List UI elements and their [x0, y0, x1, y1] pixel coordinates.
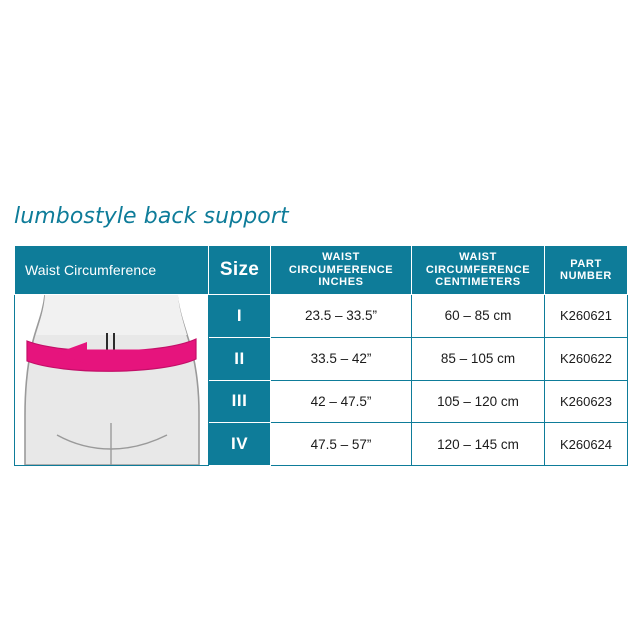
- header-waist-circumference-label: Waist Circumference: [14, 245, 209, 295]
- table-header-row: Waist Circumference Size WAIST CIRCUMFER…: [14, 245, 628, 295]
- table-row: II 33.5 – 42” 85 – 105 cm K260622: [15, 336, 628, 381]
- row-centimeters: 105 – 120 cm: [411, 379, 545, 424]
- header-inches: WAIST CIRCUMFERENCE INCHES: [270, 245, 412, 295]
- size-chart-table: Waist Circumference Size WAIST CIRCUMFER…: [14, 245, 628, 466]
- row-inches: 33.5 – 42”: [270, 336, 412, 381]
- header-size: Size: [208, 245, 271, 295]
- row-centimeters: 85 – 105 cm: [411, 336, 545, 381]
- row-centimeters: 60 – 85 cm: [411, 294, 545, 338]
- row-size: III: [208, 379, 271, 424]
- row-inches: 42 – 47.5”: [270, 379, 412, 424]
- row-size: IV: [208, 422, 271, 466]
- row-part-number: K260622: [544, 336, 628, 381]
- size-chart-table-wrapper: Waist Circumference Size WAIST CIRCUMFER…: [14, 245, 628, 466]
- row-part-number: K260621: [544, 294, 628, 338]
- torso-illustration: [15, 295, 208, 465]
- table-row: I 23.5 – 33.5” 60 – 85 cm K260621: [14, 294, 628, 466]
- row-inches: 47.5 – 57”: [270, 422, 412, 466]
- illustration-cell: [14, 294, 209, 466]
- row-size: I: [208, 294, 271, 338]
- header-part-number-line1: PART: [570, 257, 602, 270]
- header-inches-line2: CIRCUMFERENCE: [288, 263, 394, 276]
- header-centimeters-line2: CIRCUMFERENCE: [425, 263, 531, 276]
- header-inches-line1: WAIST: [322, 251, 360, 264]
- row-part-number: K260624: [544, 422, 628, 466]
- row-inches: 23.5 – 33.5”: [270, 294, 412, 338]
- header-part-number: PART NUMBER: [544, 245, 628, 295]
- row-size: II: [208, 336, 271, 381]
- header-centimeters: WAIST CIRCUMFERENCE CENTIMETERS: [411, 245, 545, 295]
- page-title: lumbostyle back support: [14, 204, 289, 229]
- row-part-number: K260623: [544, 379, 628, 424]
- table-row: III 42 – 47.5” 105 – 120 cm K260623: [15, 379, 628, 424]
- table-row: IV 47.5 – 57” 120 – 145 cm K260624: [15, 422, 628, 466]
- header-centimeters-line3: CENTIMETERS: [435, 276, 521, 289]
- header-centimeters-line1: WAIST: [459, 251, 497, 264]
- row-centimeters: 120 – 145 cm: [411, 422, 545, 466]
- header-inches-line3: INCHES: [318, 276, 364, 289]
- header-part-number-line2: NUMBER: [560, 270, 612, 282]
